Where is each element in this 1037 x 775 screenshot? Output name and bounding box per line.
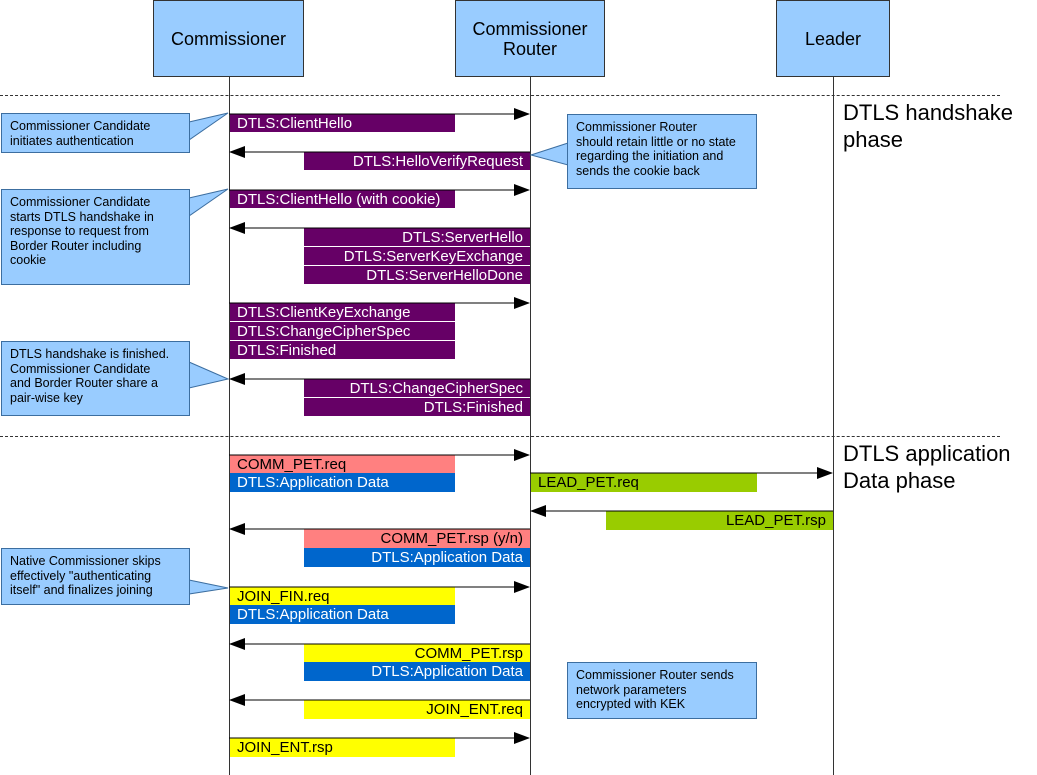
msg-client-key-exchange: DTLS:ClientKeyExchange xyxy=(230,303,455,322)
note-router-sends-parameters: Commissioner Router sends network parame… xyxy=(567,662,757,719)
msg-join-ent-rsp: JOIN_ENT.rsp xyxy=(230,738,455,757)
phase-label-handshake: DTLS handshake phase xyxy=(843,100,1013,152)
note-starts-dtls-handshake: Commissioner Candidate starts DTLS hands… xyxy=(1,189,190,285)
callout-pointer-initiates xyxy=(188,112,229,141)
note-router-retains-no-state: Commissioner Router should retain little… xyxy=(567,114,757,189)
msg-client-hello: DTLS:ClientHello xyxy=(230,114,455,133)
lifeline-router xyxy=(530,76,531,775)
msg-client-hello-cookie: DTLS:ClientHello (with cookie) xyxy=(230,190,455,209)
lane-commissioner: Commissioner xyxy=(153,0,304,77)
msg-server-hello: DTLS:ServerHello xyxy=(304,228,530,247)
msg-hello-verify-request: DTLS:HelloVerifyRequest xyxy=(304,152,530,171)
callout-pointer-router-state xyxy=(529,142,569,166)
msg-application-data-1: DTLS:Application Data xyxy=(230,473,455,492)
phase-separator-handshake xyxy=(0,95,1000,96)
msg-application-data-4: DTLS:Application Data xyxy=(304,662,530,681)
callout-pointer-finished xyxy=(188,361,230,389)
note-initiates-authentication: Commissioner Candidate initiates authent… xyxy=(1,113,190,153)
note-native-commissioner: Native Commissioner skips effectively "a… xyxy=(1,548,190,605)
msg-comm-pet-rsp-yn: COMM_PET.rsp (y/n) xyxy=(304,529,530,548)
msg-server-key-exchange: DTLS:ServerKeyExchange xyxy=(304,247,530,266)
note-handshake-finished: DTLS handshake is finished. Commissioner… xyxy=(1,341,190,416)
lifeline-commissioner xyxy=(229,76,230,775)
lane-commissioner-router: Commissioner Router xyxy=(455,0,605,77)
callout-pointer-native xyxy=(188,579,229,595)
msg-join-fin-req: JOIN_FIN.req xyxy=(230,587,455,606)
msg-finished-client: DTLS:Finished xyxy=(230,341,455,360)
msg-join-ent-req: JOIN_ENT.req xyxy=(304,700,530,719)
msg-server-hello-done: DTLS:ServerHelloDone xyxy=(304,266,530,285)
msg-finished-router: DTLS:Finished xyxy=(304,398,530,417)
callout-pointer-starts-handshake xyxy=(188,188,229,217)
phase-label-application: DTLS application Data phase xyxy=(843,441,1011,493)
lane-leader: Leader xyxy=(776,0,890,77)
msg-lead-pet-req: LEAD_PET.req xyxy=(531,473,757,492)
msg-comm-pet-rsp: COMM_PET.rsp xyxy=(304,644,530,663)
lifeline-leader xyxy=(833,76,834,775)
msg-comm-pet-req: COMM_PET.req xyxy=(230,455,455,474)
msg-change-cipher-spec-router: DTLS:ChangeCipherSpec xyxy=(304,379,530,398)
msg-lead-pet-rsp: LEAD_PET.rsp xyxy=(606,511,833,530)
msg-application-data-2: DTLS:Application Data xyxy=(304,548,530,567)
msg-application-data-3: DTLS:Application Data xyxy=(230,605,455,624)
phase-separator-application xyxy=(0,436,1000,437)
msg-change-cipher-spec-client: DTLS:ChangeCipherSpec xyxy=(230,322,455,341)
